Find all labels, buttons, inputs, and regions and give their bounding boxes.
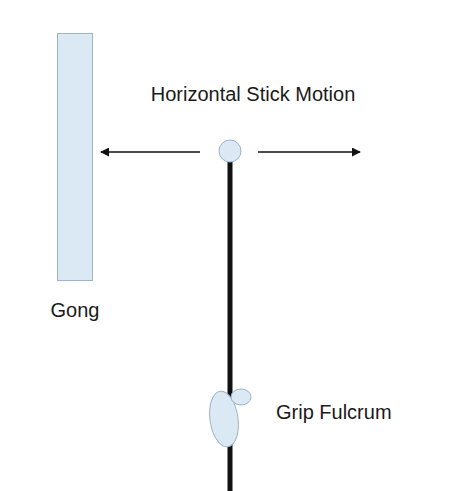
grip-thumb bbox=[231, 389, 251, 405]
gong-plate: Gong bbox=[57, 33, 93, 281]
part-label: Gong bbox=[51, 298, 100, 322]
motion-arrow bbox=[101, 151, 200, 153]
grip-label: Grip Fulcrum bbox=[276, 400, 392, 424]
stick-tip bbox=[219, 140, 241, 162]
motion-label: Horizontal Stick Motion bbox=[151, 82, 356, 106]
motion-arrow bbox=[258, 151, 360, 153]
